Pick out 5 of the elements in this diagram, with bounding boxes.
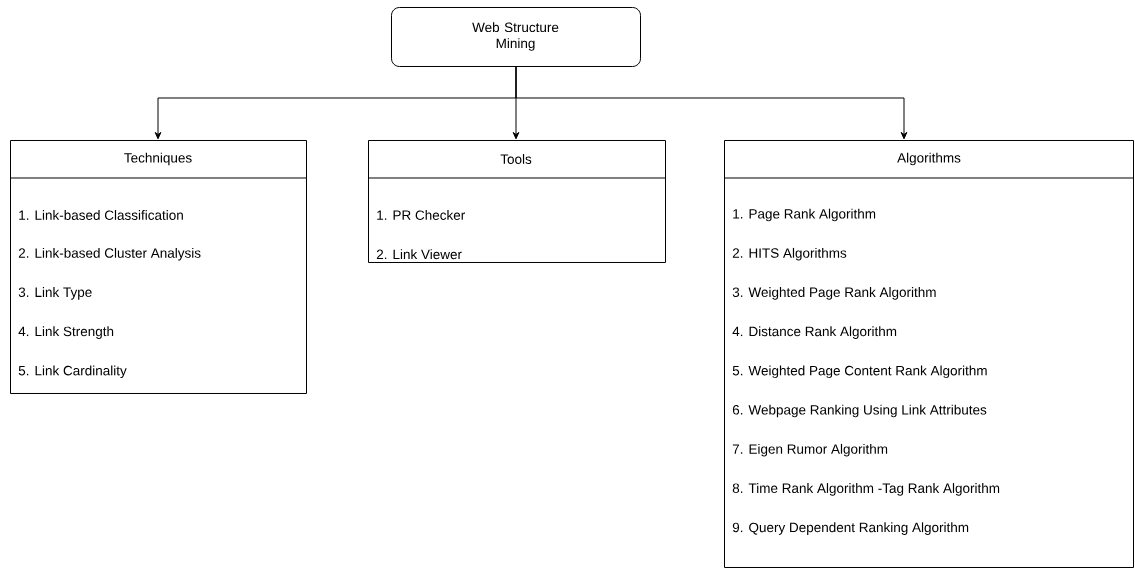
arrow [515,66,908,140]
list-panel: Tools 1. PR Checker 2. Link Viewer [367,140,666,263]
list-panel: Techniques 1. Link-based Classification 2. Link-based Cluster Analysis 3. Link Type 4. Link Strength 5. Link Cardinality [9,140,307,394]
list-panel: Algorithms 1. Page Rank Algorithm 2. HITS Algorithms 3. Weighted Page Rank Algorithm 4. Distance Rank Algorithm 5. Weighted Page Content Rank Algorithm 6. Webpage Ranking Using Link Attributes 7. Eigen Rumor Algorithm 8. Time Rank Algorithm -Tag Rank Algorithm 9. Query Dependent Ranking Algorithm [723,140,1134,568]
root-box: Web Structure Mining [391,7,641,67]
